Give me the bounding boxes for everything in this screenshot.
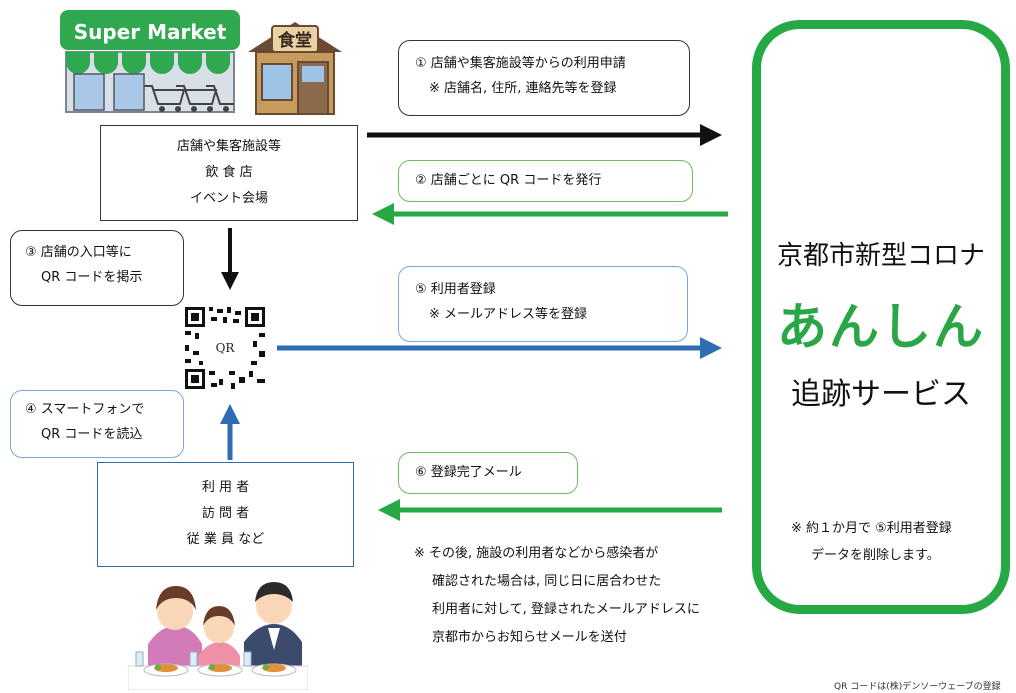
restaurant-illustration: 食堂 [248, 22, 342, 115]
users-line-3: 従 業 員 など [186, 532, 265, 547]
step-6-box: ⑥ 登録完了メール [398, 452, 578, 494]
step-4-box: ④ スマートフォンで QR コードを読込 [10, 390, 184, 458]
step-5-box: ⑤ 利用者登録 ※ メールアドレス等を登録 [398, 266, 688, 342]
step-1-box: ① 店舗や集客施設等からの利用申請 ※ 店舗名, 住所, 連絡先等を登録 [398, 40, 690, 116]
step-5-note: ※ メールアドレス等を登録 [429, 307, 588, 322]
step-2-title: ② 店舗ごとに QR コードを発行 [415, 173, 602, 188]
step-4-note: QR コードを読込 [41, 427, 143, 442]
step-6-title: ⑥ 登録完了メール [415, 465, 522, 480]
users-line-1: 利 用 者 [201, 480, 250, 495]
service-panel: 京都市新型コロナ あんしん 追跡サービス ※ 約１か月で ⑤利用者登録 データを… [752, 20, 1010, 614]
step-4-title: ④ スマートフォンで [25, 402, 145, 417]
arrow-register [277, 337, 722, 359]
users-box: 利 用 者 訪 問 者 従 業 員 など [97, 462, 354, 567]
service-title-line-1: 京都市新型コロナ [776, 241, 985, 271]
restaurant-sign: 食堂 [278, 30, 312, 51]
venue-line-1: 店舗や集客施設等 [176, 139, 281, 154]
arrow-issue-qr [372, 203, 728, 225]
venue-box: 店舗や集客施設等 飲 食 店 イベント会場 [100, 125, 358, 221]
notice-line-4: 京都市からお知らせメールを送付 [432, 630, 627, 645]
service-note-line-1: ※ 約１か月で ⑤利用者登録 [791, 521, 952, 536]
step-1-note: ※ 店舗名, 住所, 連絡先等を登録 [429, 81, 617, 96]
qr-trademark-credit: QR コードは(株)デンソーウェーブの登録 [834, 682, 1001, 692]
users-line-2: 訪 問 者 [201, 506, 250, 521]
notice-text: ※ その後, 施設の利用者などから感染者が 確認された場合は, 同じ日に居合わせ… [414, 540, 700, 652]
service-title-line-3: 追跡サービス [791, 377, 971, 412]
service-note-line-2: データを削除します。 [811, 548, 940, 563]
notice-line-2: 確認された場合は, 同じ日に居合わせた [432, 574, 662, 589]
supermarket-illustration: Super Market [60, 10, 240, 113]
notice-line-3: 利用者に対して, 登録されたメールアドレスに [432, 602, 700, 617]
step-5-title: ⑤ 利用者登録 [415, 282, 496, 297]
step-2-box: ② 店舗ごとに QR コードを発行 [398, 160, 693, 202]
venue-line-3: イベント会場 [189, 191, 268, 206]
arrow-apply [367, 124, 722, 146]
step-1-title: ① 店舗や集客施設等からの利用申請 [415, 56, 626, 71]
step-3-note: QR コードを掲示 [41, 270, 143, 285]
venue-line-2: 飲 食 店 [205, 165, 253, 180]
arrow-post-qr [221, 228, 239, 290]
step-3-box: ③ 店舗の入口等に QR コードを掲示 [10, 230, 184, 306]
arrow-mail [378, 499, 722, 521]
shop-sign: Super Market [74, 20, 227, 44]
qr-label: QR [205, 341, 245, 355]
step-3-title: ③ 店舗の入口等に [25, 245, 132, 260]
notice-line-1: ※ その後, 施設の利用者などから感染者が [414, 546, 659, 561]
family-dining-illustration [128, 582, 308, 690]
arrow-scan [220, 404, 240, 460]
service-title-line-2: あんしん [777, 298, 985, 356]
service-note: ※ 約１か月で ⑤利用者登録 データを削除します。 [791, 515, 952, 569]
